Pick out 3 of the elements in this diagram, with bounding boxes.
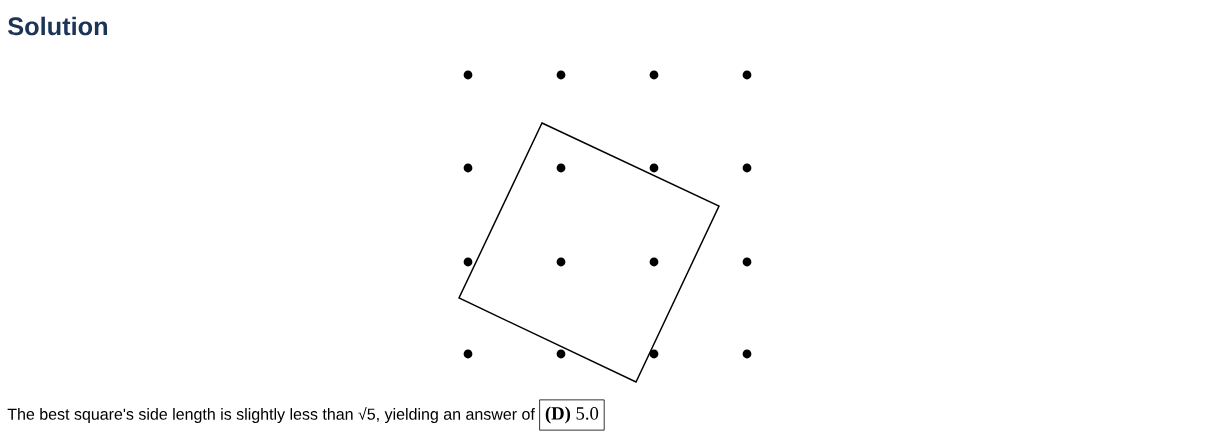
- heading: Solution: [8, 16, 108, 36]
- answer-box: (D) 5.0: [539, 399, 605, 431]
- caption-text: The best square's side length is slightly less than √5, yielding an answer of: [7, 407, 535, 423]
